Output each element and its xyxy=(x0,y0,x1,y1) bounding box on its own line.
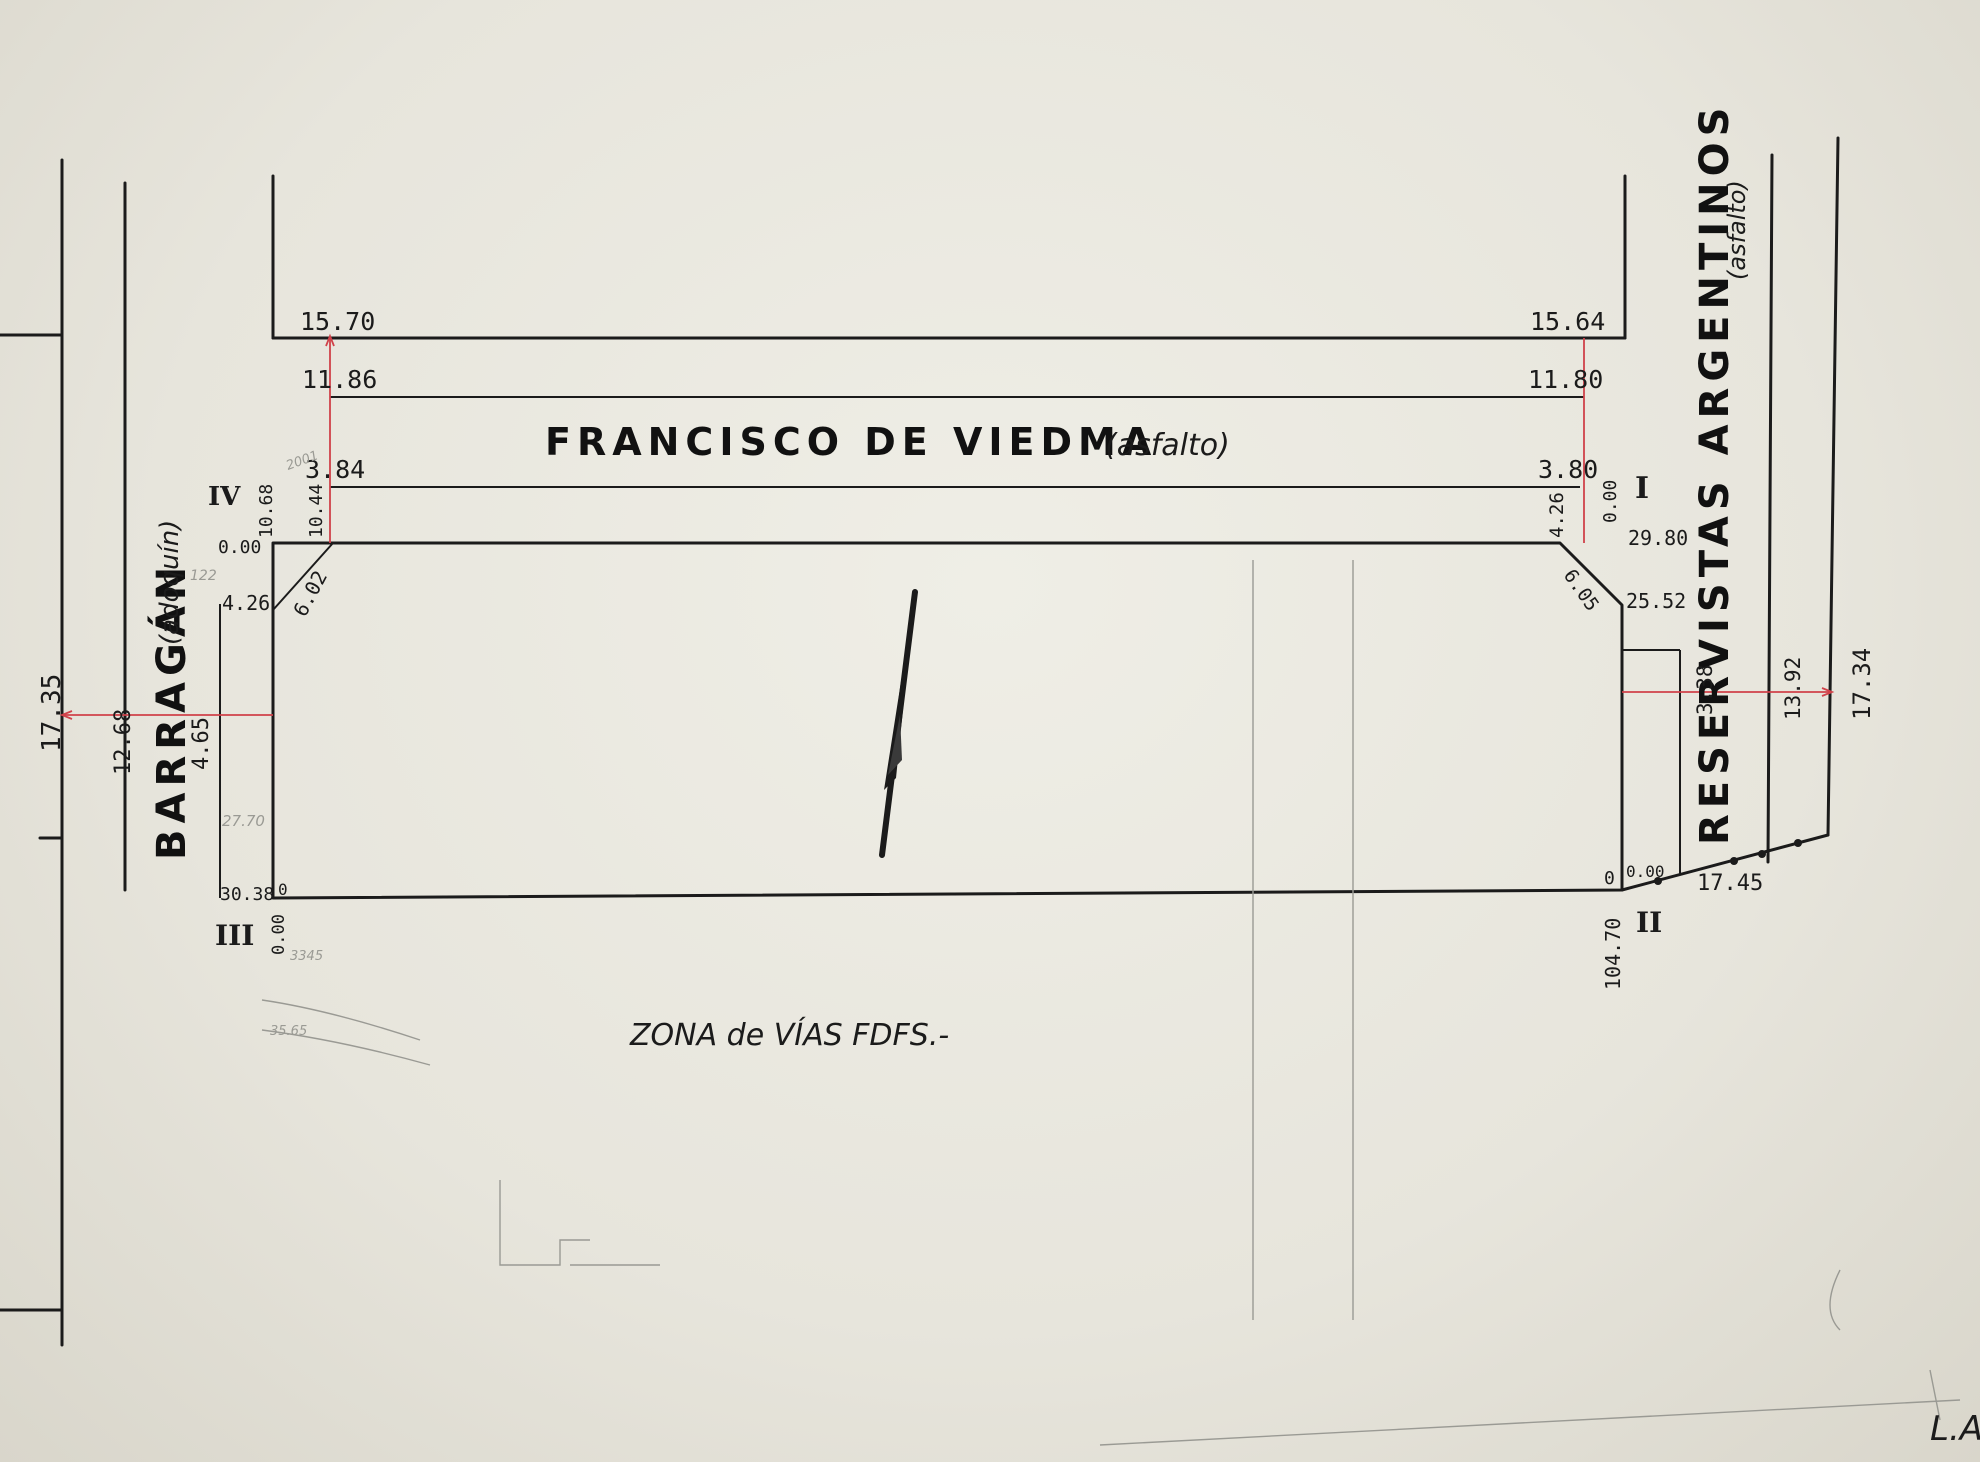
measure-i-4-26: 4.26 xyxy=(1546,492,1568,538)
measure-29-80: 29.80 xyxy=(1628,526,1688,550)
survey-point xyxy=(1794,839,1802,847)
measure-12-68: 12.68 xyxy=(111,709,136,775)
pencil-note-3345: 3345 xyxy=(290,949,323,964)
arrow-right xyxy=(1821,687,1835,697)
left-edge-mark xyxy=(0,333,64,1312)
arrow-up xyxy=(325,333,335,347)
measure-13-92: 13.92 xyxy=(1781,657,1805,720)
measure-i-0-00: 0.00 xyxy=(1600,480,1621,523)
street-surface-barragan: (adoquín) xyxy=(155,520,185,645)
street-name-viedma: FRANCISCO DE VIEDMA xyxy=(545,420,1157,464)
vertex-iv: IV xyxy=(208,482,241,512)
survey-point xyxy=(1730,857,1738,865)
measure-left-4-26: 4.26 xyxy=(222,591,270,615)
measure-104-70: 104.70 xyxy=(1601,918,1625,990)
measure-ii-0: 0 xyxy=(1604,868,1615,889)
measure-17-45: 17.45 xyxy=(1697,871,1763,896)
measure-25-52: 25.52 xyxy=(1626,589,1686,613)
measure-3-84: 3.84 xyxy=(305,455,365,484)
street-surface-viedma: (asfalto) xyxy=(1105,428,1230,463)
measure-11-80: 11.80 xyxy=(1528,365,1603,394)
north-arrow-icon xyxy=(879,589,918,858)
measure-15-70: 15.70 xyxy=(300,307,375,336)
street-name-reservistas: RESERVISTAS ARGENTINOS xyxy=(1692,102,1738,845)
measure-10-68: 10.68 xyxy=(256,484,277,538)
measure-4-65: 4.65 xyxy=(189,717,214,770)
measure-17-35: 17.35 xyxy=(37,674,67,752)
survey-point xyxy=(1758,850,1766,858)
measure-iii-0: 0 xyxy=(278,880,288,899)
measure-6-05: 6.05 xyxy=(1559,565,1603,615)
street-name-barragan: BARRAGÁN xyxy=(147,561,195,860)
parcel-outline xyxy=(271,541,1624,900)
measure-3-38: 3.38 xyxy=(1693,664,1717,715)
vertex-ii: II xyxy=(1636,906,1662,939)
vertex-i: I xyxy=(1635,471,1649,506)
pencil-note-3565: 35.65 xyxy=(270,1024,307,1039)
rail-zone-label: ZONA de VÍAS FDFS.- xyxy=(629,1017,949,1053)
reservistas-outer-line-1 xyxy=(1766,153,1774,864)
measure-ii-0-00: 0.00 xyxy=(1626,862,1665,881)
measure-11-86: 11.86 xyxy=(302,365,377,394)
pencil-sketch-marks xyxy=(261,560,1961,1446)
vertex-iii: III xyxy=(215,919,254,952)
reservistas-outer-line-2 xyxy=(1826,136,1840,837)
measure-iii-0-00: 0.00 xyxy=(269,914,289,955)
measure-17-34: 17.34 xyxy=(1848,648,1876,720)
chamfer-iv xyxy=(272,542,334,611)
measure-iv-0-00: 0.00 xyxy=(218,537,261,558)
measure-3-80: 3.80 xyxy=(1538,455,1598,484)
measure-10-44: 10.44 xyxy=(306,484,327,538)
pencil-note-122: 122 xyxy=(190,568,217,584)
measure-30-38: 30.38 xyxy=(220,884,274,905)
pencil-note-2770: 27.70 xyxy=(222,812,265,830)
survey-point xyxy=(1654,877,1662,885)
measure-6-02: 6.02 xyxy=(288,567,332,621)
corner-initials: L.A. xyxy=(1930,1409,1980,1449)
measure-15-64: 15.64 xyxy=(1530,307,1605,336)
arrow-left xyxy=(59,710,73,720)
street-surface-reservistas: (asfalto) xyxy=(1723,180,1751,280)
